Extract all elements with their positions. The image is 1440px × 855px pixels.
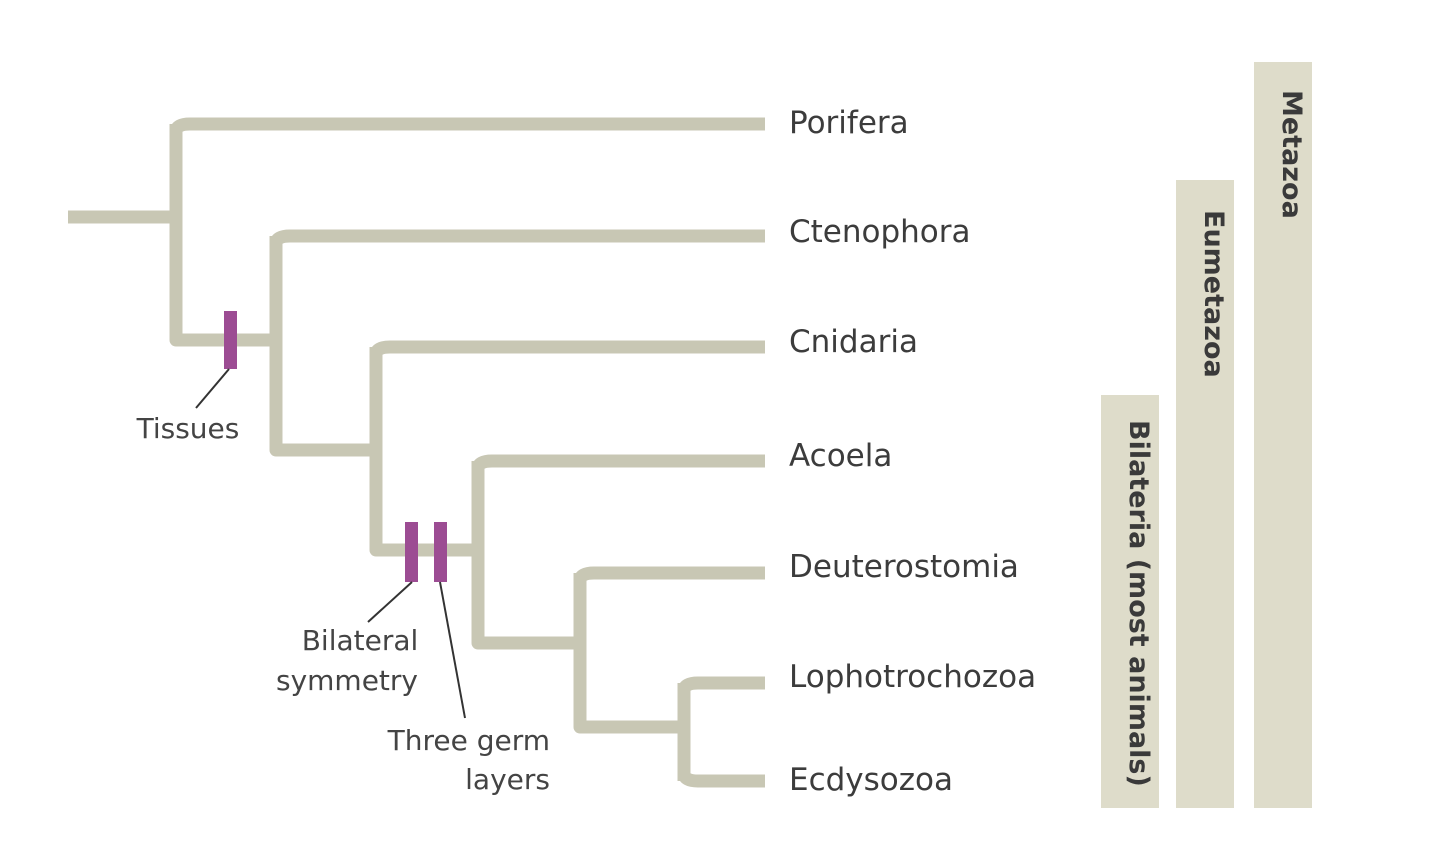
taxon-label-deuterostomia: Deuterostomia (789, 549, 1019, 585)
branch-cnidaria (369, 340, 765, 356)
clade-label-eumetazoa: Eumetazoa (1198, 210, 1229, 378)
leader-three-germ-layers (439, 581, 466, 719)
label-three-germ-layers-line2: layers (465, 763, 550, 796)
taxon-label-porifera: Porifera (789, 105, 909, 141)
clade-label-bilateria: Bilateria (most animals) (1123, 420, 1154, 787)
taxon-label-ctenophora: Ctenophora (789, 214, 971, 250)
mark-bilateral-symmetry (405, 522, 418, 582)
label-bilateral-symmetry-line1: Bilateral (302, 624, 419, 657)
node-metazoa-branch (169, 124, 276, 347)
label-bilateral-symmetry-line2: symmetry (276, 664, 418, 697)
clade-bar-metazoa (1254, 62, 1312, 808)
mark-tissues (224, 311, 237, 369)
taxon-label-cnidaria: Cnidaria (789, 324, 918, 360)
clade-label-metazoa: Metazoa (1276, 90, 1307, 219)
taxon-label-ecdysozoa: Ecdysozoa (789, 762, 953, 798)
taxon-label-acoela: Acoela (789, 438, 892, 474)
mark-three-germ-layers (434, 522, 447, 582)
taxon-label-lophotrochozoa: Lophotrochozoa (789, 659, 1036, 695)
clade-bar-eumetazoa (1176, 180, 1234, 808)
leader-bilateral-symmetry (367, 581, 413, 623)
node-eumetazoa-branch (269, 236, 376, 457)
branch-ctenophora (269, 229, 765, 245)
branch-porifera (169, 117, 765, 133)
branch-acoela (471, 454, 765, 470)
branch-deuterostomia (573, 566, 765, 582)
node-nephrozoa-branch (573, 573, 684, 734)
clade-bar-bilateria (1101, 395, 1159, 808)
node-bilateria-branch (471, 461, 580, 650)
branch-lophotrochozoa (677, 676, 765, 692)
label-tissues: Tissues (136, 412, 240, 445)
leader-tissues (195, 368, 230, 409)
label-three-germ-layers-line1: Three germ (387, 724, 550, 757)
node-cnidaria-split-branch (369, 347, 478, 557)
branch-ecdysozoa (677, 772, 765, 788)
